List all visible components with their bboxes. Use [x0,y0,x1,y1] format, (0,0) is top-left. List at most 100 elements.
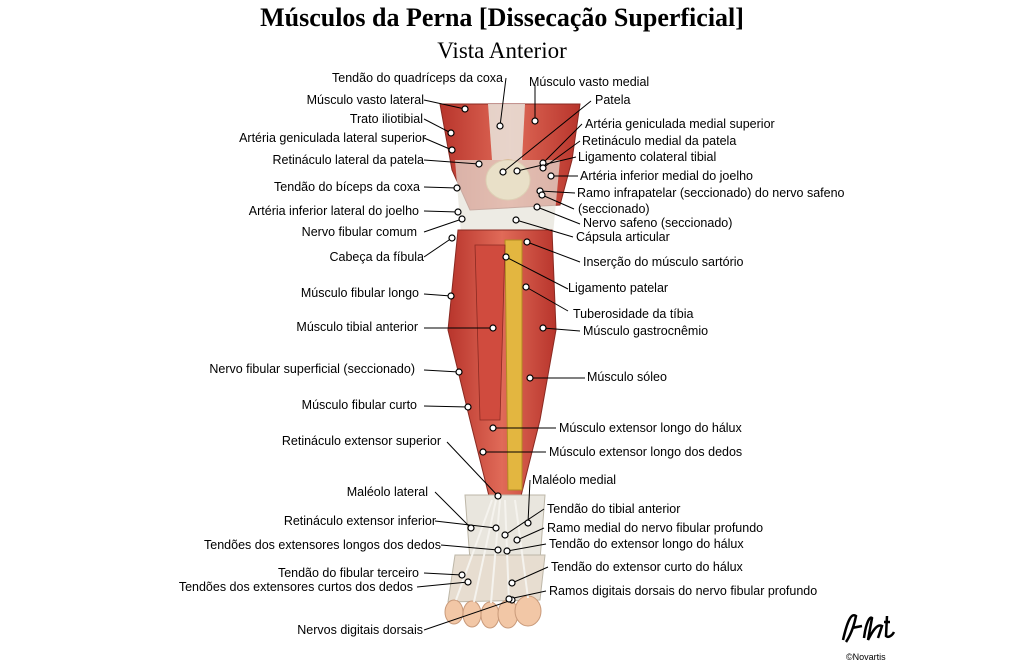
label-vasto-lateral: Músculo vasto lateral [306,93,424,107]
pin-marker [492,524,500,532]
pin-marker [547,172,555,180]
tibialis-anterior-shape [474,244,506,421]
leader-line [527,479,531,524]
leader-line [423,186,458,189]
pin-marker [496,122,504,130]
knee-capsule [455,160,560,245]
leader-line [525,286,569,312]
label-nervo-fibular-sup: Nervo fibular superficial (seccionado) [209,362,415,376]
label-tendao-ext-longo-halux: Tendão do extensor longo do hálux [549,537,744,551]
leader-line [423,237,453,258]
leader-line [423,405,469,408]
pin-marker [479,448,487,456]
leader-line [526,241,581,263]
label-patela: Patela [595,93,631,107]
label-soleo: Músculo sóleo [587,370,667,384]
label-insercao-sartorio: Inserção do músculo sartório [583,255,744,269]
pin-marker [524,519,532,527]
leader-line [423,99,466,110]
label-trato-iliotibial: Trato iliotibial [349,112,423,126]
leader-line [434,491,472,529]
pin-marker [448,234,456,242]
pin-marker [526,374,534,382]
leader-line [506,543,547,552]
label-ligamento-patelar: Ligamento patelar [568,281,669,295]
leader-line [539,190,576,194]
pin-marker [453,184,461,192]
diagram-title: Músculos da Perna [Dissecação Superficia… [260,3,744,32]
label-tendao-quadriceps: Tendão do quadríceps da coxa [332,71,503,85]
label-retinaculo-med-patela: Retináculo medial da patela [582,134,737,148]
pin-marker [501,531,509,539]
leader-line [504,508,545,536]
pin-marker [454,208,462,216]
leader-lines [416,77,592,631]
label-ramo-medial-nervo-fib: Ramo medial do nervo fibular profundo [547,521,764,535]
label-fibular-longo: Músculo fibular longo [300,286,419,300]
pin-marker [447,292,455,300]
toes [444,595,542,629]
quadriceps-tendon [488,104,525,160]
leader-line [515,219,574,238]
label-ext-longo-halux: Músculo extensor longo do hálux [559,421,742,435]
leader-line [516,156,577,172]
leader-line [423,572,463,576]
label-tuberosidade-tibia: Tuberosidade da tíbia [573,307,694,321]
leader-line [542,123,583,164]
label-tendao-ext-curto-halux: Tendão do extensor curto do hálux [551,560,743,574]
leader-line [423,218,463,233]
netter-signature [841,614,896,643]
pin-marker [522,283,530,291]
label-maleolo-medial: Maléolo medial [532,473,617,487]
leader-line [423,210,459,213]
pin-marker [489,324,497,332]
leader-line [499,77,507,127]
leader-line [536,206,581,225]
pin-marker [464,578,472,586]
pin-marker [494,546,502,554]
label-ramo-infrapatelar: Ramo infrapatelar (seccionado) do nervo … [577,186,845,200]
leader-line [423,293,452,297]
label-tendoes-ext-curtos-dedos: Tendões dos extensores curtos dos dedos [178,580,413,594]
pin-marker [455,368,463,376]
pin-marker [502,253,510,261]
label-tendoes-ext-longos-dedos: Tendões dos extensores longos dos dedos [204,538,441,552]
label-nervo-fibular-comum: Nervo fibular comum [301,225,417,239]
diagram-subtitle: Vista Anterior [437,38,567,63]
leader-line [446,441,499,497]
leader-line [542,327,581,332]
label-arteria-inf-lat-joelho: Artéria inferior lateral do joelho [248,204,419,218]
pin-marker [512,216,520,224]
pin-marker [533,203,541,211]
label-ext-longo-dedos: Músculo extensor longo dos dedos [549,445,743,459]
pin-marker [461,105,469,113]
label-tendao-tibial-anterior: Tendão do tibial anterior [547,502,681,516]
pin-marker [539,164,547,172]
copyright-text: ©Novartis [846,652,886,662]
pin-marker [539,324,547,332]
pin-marker [458,571,466,579]
leader-line [505,256,569,290]
label-maleolo-lateral: Maléolo lateral [346,485,428,499]
pin-marker [523,238,531,246]
label-vasto-medial: Músculo vasto medial [529,75,650,89]
label-nervos-digitais-dorsais: Nervos digitais dorsais [297,623,423,637]
label-ramos-digitais-dorsais: Ramos digitais dorsais do nervo fibular … [549,584,818,598]
pin-marker [513,536,521,544]
leader-line [423,159,480,165]
label-gastrocnemio: Músculo gastrocnêmio [583,324,709,338]
leader-line [423,369,460,373]
label-tendao-fibular-terceiro: Tendão do fibular terceiro [277,566,419,580]
leader-line [423,137,453,151]
leader-line [423,118,452,134]
label-ramo-infrapatelar-2: (seccionado) [578,202,650,216]
label-arteria-genic-med-sup: Artéria geniculada medial superior [585,117,775,131]
leader-line [423,599,513,631]
label-pins [447,105,555,604]
leader-line [434,520,497,529]
pin-marker [531,117,539,125]
leader-line [541,194,575,210]
pin-marker [448,146,456,154]
leader-line [502,100,592,173]
label-cabeca-fibula: Cabeça da fíbula [329,250,424,264]
